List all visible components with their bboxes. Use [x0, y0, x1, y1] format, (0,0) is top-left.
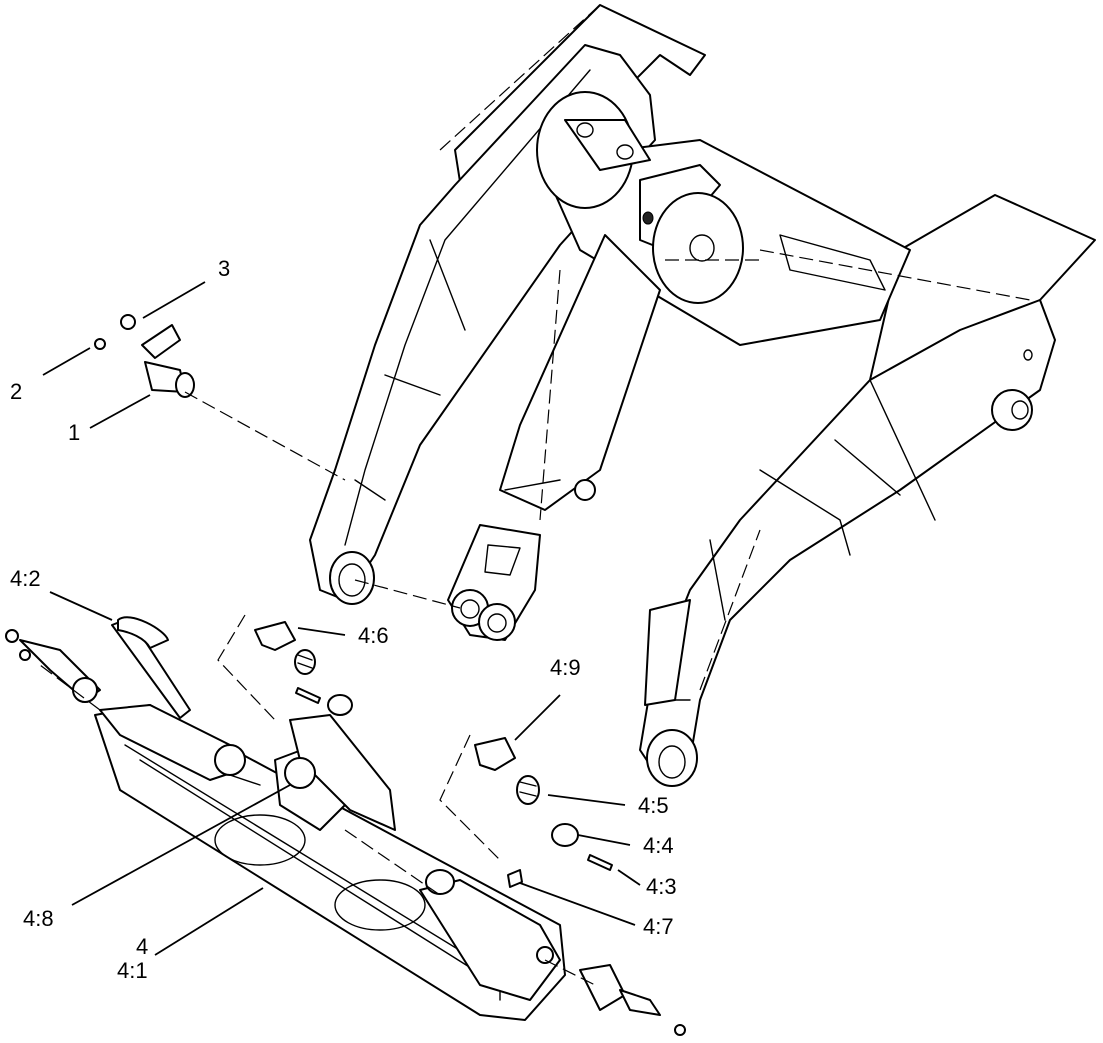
callout-4-2: 4:2 — [10, 566, 41, 591]
latch-4-9 — [474, 737, 516, 771]
callout-4-5: 4:5 — [638, 793, 669, 818]
cam-upper — [327, 694, 353, 716]
callout-4-7: 4:7 — [643, 914, 674, 939]
callout-4-1: 4:1 — [117, 958, 148, 983]
callout-4-9: 4:9 — [550, 655, 581, 680]
mounting-bracket — [141, 324, 181, 359]
bolt-head — [120, 314, 136, 330]
bucket-carrier-assembly — [5, 616, 686, 1036]
leader-lines — [42, 281, 641, 956]
latch-pin-group — [94, 314, 195, 398]
right-lift-arm — [639, 299, 1056, 781]
callout-2: 2 — [10, 379, 22, 404]
callout-4-4: 4:4 — [643, 833, 674, 858]
latch-parts-4-6-group — [254, 621, 353, 716]
callout-4-3: 4:3 — [646, 874, 677, 899]
spring-upper — [294, 649, 316, 675]
callout-4-8: 4:8 — [23, 906, 54, 931]
callout-4: 4 — [136, 934, 148, 959]
callout-labels: 3 2 1 4:2 4:6 4:9 4:5 4:4 4:3 4:7 4:8 4 … — [10, 256, 677, 983]
roll-pin-4-3 — [587, 854, 613, 871]
left-arm-pivot-eye — [329, 551, 375, 605]
callout-4-6: 4:6 — [358, 623, 389, 648]
lift-arm-assembly — [309, 4, 1096, 787]
lift-cylinder — [499, 234, 661, 511]
cam-4-4 — [551, 823, 579, 847]
spring-4-5 — [516, 775, 540, 805]
right-arm-pivot-eye — [646, 729, 698, 787]
grease-fitting — [94, 338, 106, 350]
callout-1-3: 3 — [218, 256, 230, 281]
latch-parts-4-9-group — [474, 737, 613, 871]
latch-4-6 — [254, 621, 296, 651]
grease-fitting-4-7 — [507, 869, 523, 888]
callout-1: 1 — [68, 420, 80, 445]
assembly-lines — [39, 4, 1031, 986]
bushing-4-8 — [284, 757, 316, 789]
